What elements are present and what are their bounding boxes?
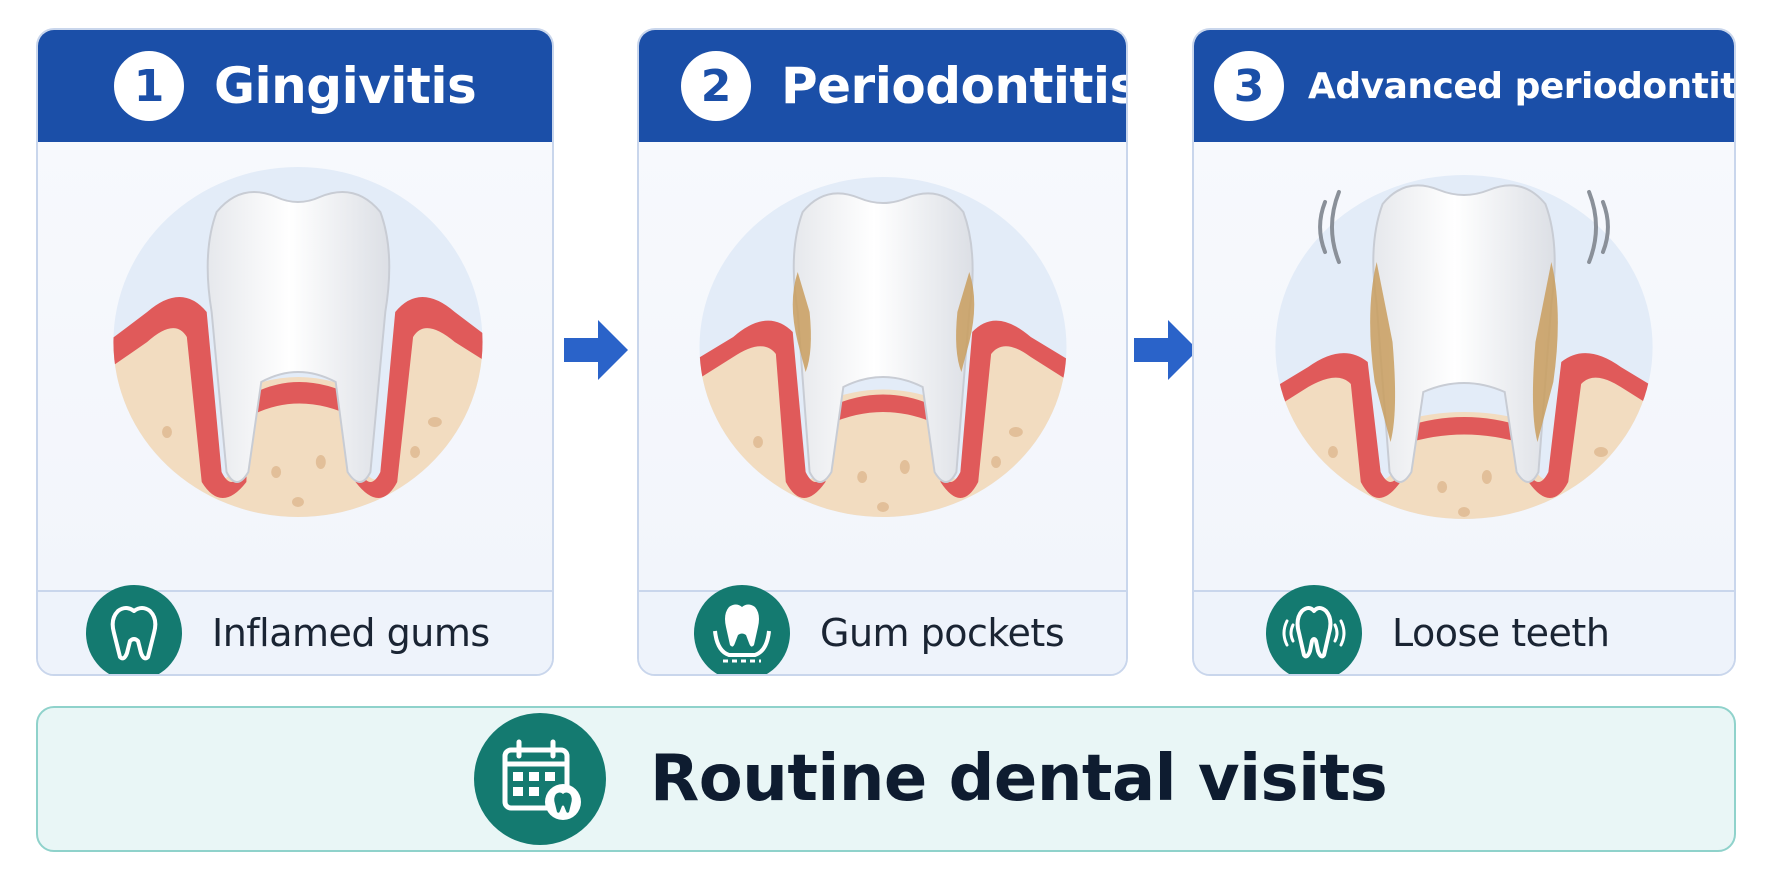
symptom-label: Inflamed gums xyxy=(212,611,490,655)
stage-symptom: Gum pockets xyxy=(639,585,1126,674)
step-number-badge: 2 xyxy=(681,51,751,121)
calendar-tooth-icon xyxy=(474,713,606,845)
stage-header: 1 Gingivitis xyxy=(38,30,552,142)
progression-arrow xyxy=(562,318,630,382)
tooth-illustration-healthy-bone xyxy=(38,142,552,590)
banner-label: Routine dental visits xyxy=(650,742,1388,816)
loose-tooth-icon xyxy=(1266,585,1362,674)
progression-arrow xyxy=(1132,318,1200,382)
stage-card-periodontitis: 2 Periodontitis xyxy=(637,28,1128,676)
stage-header: 2 Periodontitis xyxy=(639,30,1126,142)
step-number-badge: 3 xyxy=(1214,51,1284,121)
stage-header: 3 Advanced periodontitis xyxy=(1194,30,1734,142)
tooth-icon xyxy=(86,585,182,674)
stage-symptom: Inflamed gums xyxy=(38,585,552,674)
tooth-gum-pocket-icon xyxy=(694,585,790,674)
stage-card-advanced-periodontitis: 3 Advanced periodontitis xyxy=(1192,28,1736,676)
stage-symptom: Loose teeth xyxy=(1194,585,1734,674)
stage-title: Advanced periodontitis xyxy=(1308,65,1736,107)
symptom-label: Loose teeth xyxy=(1392,611,1610,655)
stage-title: Gingivitis xyxy=(214,57,477,115)
symptom-label: Gum pockets xyxy=(820,611,1065,655)
stage-card-gingivitis: 1 Gingivitis xyxy=(36,28,554,676)
stage-title: Periodontitis xyxy=(781,57,1128,115)
step-number-badge: 1 xyxy=(114,51,184,121)
tooth-illustration-severe-bone-loss xyxy=(1194,142,1734,590)
routine-visits-banner: Routine dental visits xyxy=(36,706,1736,852)
tooth-illustration-bone-loss xyxy=(639,142,1126,590)
